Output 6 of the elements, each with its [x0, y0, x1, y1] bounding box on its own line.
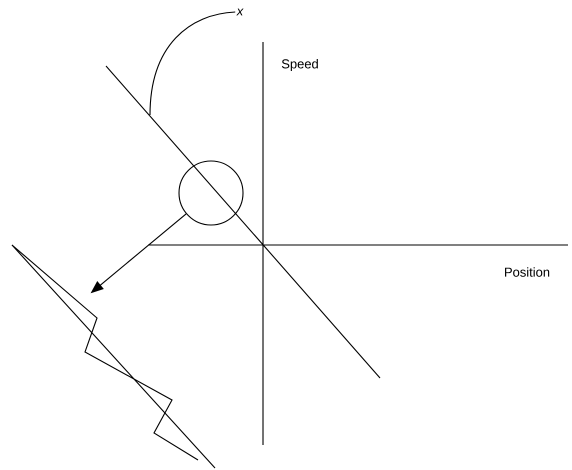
leader-line [149, 11, 236, 116]
zoomed-trajectory-drawing [12, 244, 216, 468]
variable-label: x [236, 8, 244, 16]
axis-label: Position [505, 267, 550, 277]
magnifier-circle [178, 160, 244, 226]
axis-label: Speed [282, 58, 318, 72]
